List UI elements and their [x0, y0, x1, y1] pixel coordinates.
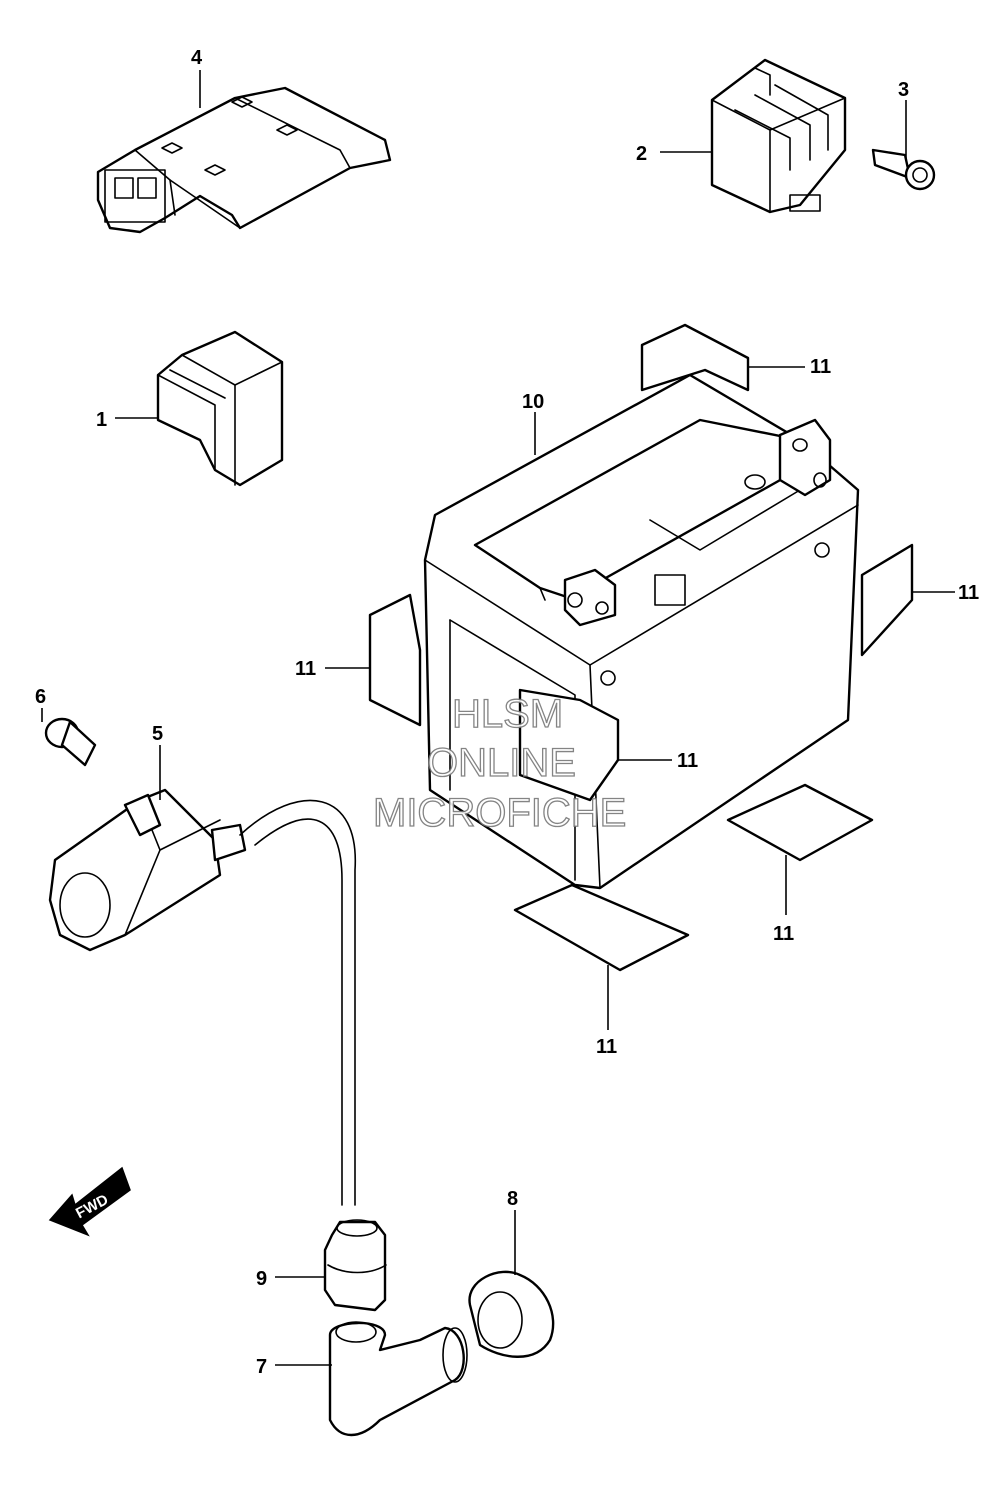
callout-11-bottom: 11 [596, 1036, 617, 1058]
part-2-regulator [710, 58, 847, 214]
part-8-cap [468, 1270, 555, 1358]
callout-3: 3 [898, 79, 909, 101]
watermark-line3: MICROFICHE [373, 791, 626, 835]
part-9-grommet [323, 1219, 387, 1312]
part-7-boot [328, 1321, 468, 1437]
callout-11-left: 11 [295, 658, 316, 680]
part-1-relay [156, 330, 284, 487]
watermark-line1: HLSM [452, 692, 563, 736]
part-11-pads [368, 323, 914, 972]
watermark-line2: ONLINE [427, 741, 576, 785]
callout-7: 7 [256, 1356, 267, 1378]
callout-2: 2 [636, 143, 647, 165]
callout-labels: 4 2 3 1 10 11 11 11 11 11 11 5 6 9 7 8 [35, 47, 979, 1378]
pad-top [640, 323, 750, 392]
callout-8: 8 [507, 1188, 518, 1210]
callout-10: 10 [522, 391, 544, 413]
leader-lines [41, 70, 955, 1366]
callout-11-front: 11 [677, 750, 698, 772]
pad-left [368, 593, 422, 727]
pad-bottom-left [513, 883, 690, 972]
callout-5: 5 [152, 723, 163, 745]
part-4-module [96, 86, 392, 234]
pad-right [860, 543, 914, 657]
callout-9: 9 [256, 1268, 267, 1290]
pad-bottom-right [726, 783, 874, 862]
part-6-bolt [44, 717, 97, 767]
fwd-arrow: FWD [48, 1166, 131, 1237]
part-5-starter-relay [48, 788, 356, 1206]
callout-11-bottom-right: 11 [773, 923, 794, 945]
callout-6: 6 [35, 686, 46, 708]
callout-11-right: 11 [958, 582, 979, 604]
callout-11-top: 11 [810, 356, 831, 378]
callout-4: 4 [191, 47, 203, 69]
callout-1: 1 [96, 409, 107, 431]
watermark: HLSM ONLINE MICROFICHE [372, 691, 627, 835]
part-3-bolt [871, 148, 936, 191]
